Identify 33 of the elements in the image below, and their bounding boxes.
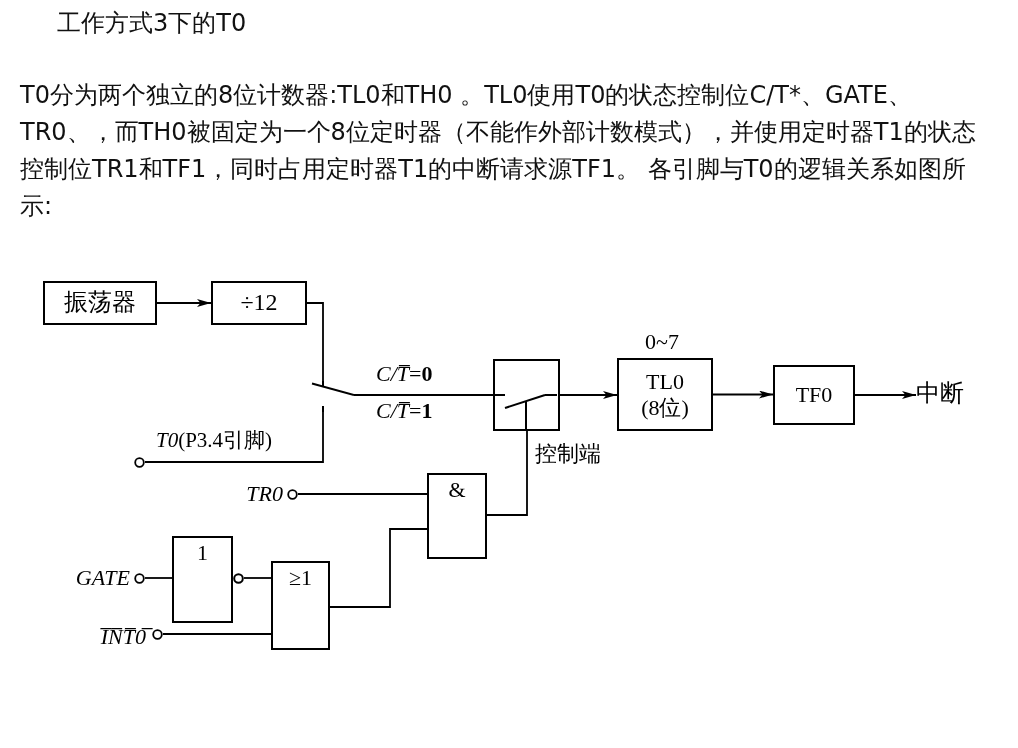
connector-line — [144, 577, 173, 579]
switch-position-label: C/T̅=1 — [376, 398, 433, 424]
arrow — [854, 391, 917, 399]
heading: 工作方式3下的T0 — [57, 10, 247, 38]
connector-line — [306, 302, 324, 382]
paragraph: T0分为两个独立的8位计数器:TL0和TH0 。TL0使用T0的状态控制位C/T*、GATE、TR0、，而TH0被固定为一个8位定时器（不能作外部计数模式），并使用定时器T1的状态控制位TR1和TF1，同时占用定时器T1的中断请求源TF1。 各引脚与T0的逻辑关系如图所示: — [20, 80, 977, 222]
and-gate: & — [427, 473, 487, 559]
connector-line — [162, 633, 272, 635]
or-gate: ≥1 — [271, 561, 330, 650]
counter-box: TL0 (8位) — [617, 358, 713, 431]
switch-box — [493, 359, 560, 431]
arrow — [156, 299, 212, 307]
arrow — [712, 390, 774, 399]
flag-box: TF0 — [773, 365, 855, 425]
pin-label: GATE — [75, 565, 131, 591]
not-gate: 1 — [172, 536, 233, 623]
pin-label: I̅N̅T̅0̅ — [98, 618, 151, 650]
switch-position-label: C/T̅=0 — [376, 361, 433, 387]
output-label: 中断 — [916, 380, 964, 408]
connector-line — [144, 411, 324, 463]
pin-label: TR0 — [246, 481, 284, 507]
connector-line — [486, 430, 528, 516]
connector-line — [243, 577, 272, 579]
edge-label: 控制端 — [535, 441, 601, 467]
connector-line — [297, 493, 428, 495]
process-box: 振荡器 — [43, 281, 157, 325]
arrow — [559, 391, 618, 399]
process-box: ÷12 — [211, 281, 307, 325]
connector-line — [329, 528, 428, 608]
pin-label: T0(P3.4引脚) — [156, 428, 273, 453]
selector-switch — [311, 381, 354, 412]
connector-line — [353, 394, 494, 396]
bit-range-label: 0~7 — [645, 329, 679, 355]
